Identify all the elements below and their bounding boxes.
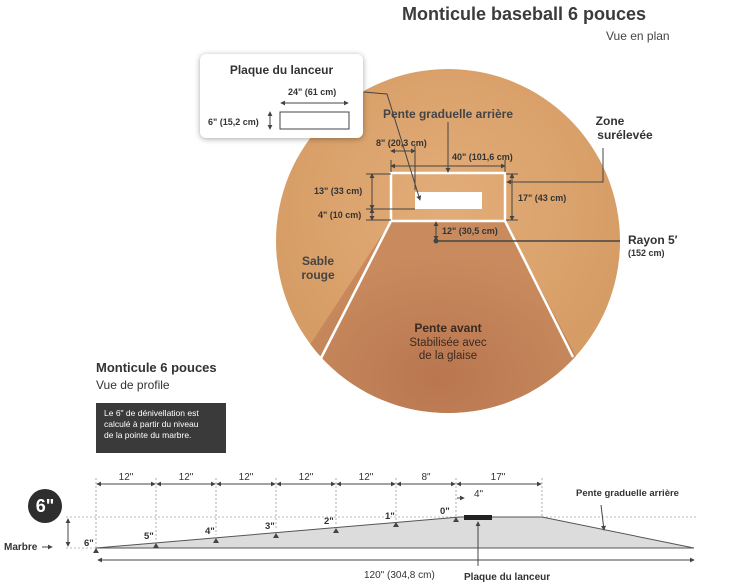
page-subtitle: Vue en plan xyxy=(606,29,670,43)
pitching-rubber-profile xyxy=(464,515,492,520)
zone-depth-label: 17" (43 cm) xyxy=(518,193,566,203)
segment-label: 12" xyxy=(119,472,134,483)
raised-zone-label: Zone xyxy=(596,114,625,128)
rubber-card-drawing xyxy=(267,100,350,130)
rubber-depth-label: 4" (10 cm) xyxy=(318,210,361,220)
back-slope-profile-leader xyxy=(600,504,606,531)
rubber-offset-label: 8" (20,3 cm) xyxy=(376,138,427,148)
segment-label: 12" xyxy=(299,472,314,483)
front-slope-area xyxy=(300,221,578,413)
segment-label: 12" xyxy=(239,472,254,483)
red-sand-label: Sable xyxy=(302,254,334,268)
segment-label: 8" xyxy=(421,472,431,483)
front-slope-label: de la glaise xyxy=(419,350,477,362)
raised-zone xyxy=(389,171,507,223)
back-depth-label: 13" (33 cm) xyxy=(314,186,362,196)
segment-dims xyxy=(96,481,695,563)
height-label: 3" xyxy=(265,521,275,532)
total-length-label: 120" (304,8 cm) xyxy=(364,570,435,581)
profile-subtitle: Vue de profile xyxy=(96,378,170,392)
profile-title: Monticule 6 pouces xyxy=(96,360,217,375)
rubber-card-leader xyxy=(363,91,422,201)
pitching-rubber-plan xyxy=(415,192,482,209)
segment-guides xyxy=(95,478,543,548)
rubber-card-title: Plaque du lanceur xyxy=(229,63,334,77)
height-label: 5" xyxy=(144,531,154,542)
radius-label: Rayon 5′ xyxy=(628,233,678,247)
note-line: de la pointe du marbre. xyxy=(104,430,192,440)
height-label: 1" xyxy=(385,511,395,522)
radius-metric-label: (152 cm) xyxy=(628,248,665,258)
raised-zone-label: surélevée xyxy=(597,128,653,142)
height-markers xyxy=(93,517,459,553)
front-slope-label: Stabilisée avec xyxy=(409,337,487,349)
back-slope-label: Pente graduelle arrière xyxy=(383,107,513,121)
rubber-depth-card-label: 6" (15,2 cm) xyxy=(208,117,259,127)
rubber-width-label: 24" (61 cm) xyxy=(288,87,337,97)
page-title: Monticule baseball 6 pouces xyxy=(402,4,647,24)
front-to-center-label: 12" (30,5 cm) xyxy=(442,226,498,236)
home-plate-label: Marbre xyxy=(4,542,38,553)
front-slope-label: Pente avant xyxy=(414,321,481,335)
elevation-note: Le 6" de dénivellation est calculé à par… xyxy=(96,403,226,453)
rubber-profile-label: Plaque du lanceur xyxy=(464,572,550,583)
raised-zone-leader xyxy=(506,148,604,185)
height-label: 6" xyxy=(84,538,94,549)
segment-label: 12" xyxy=(359,472,374,483)
front-slope-edge xyxy=(318,220,393,361)
mound-profile xyxy=(95,516,695,549)
rubber-callout-card: Plaque du lanceur 24" (61 cm) 6" (15,2 c… xyxy=(200,54,363,138)
height-label: 0" xyxy=(440,506,450,517)
height-badge: 6" xyxy=(28,489,62,523)
height-label: 2" xyxy=(324,516,334,527)
segment-label: 12" xyxy=(179,472,194,483)
note-line: Le 6" de dénivellation est xyxy=(104,408,199,418)
segment-label: 17" xyxy=(491,472,506,483)
zone-width-label: 40" (101,6 cm) xyxy=(452,152,513,162)
height-label: 4" xyxy=(205,526,215,537)
front-slope-edge xyxy=(503,220,575,358)
rubber-offset-profile-label: 4" xyxy=(474,489,484,500)
note-line: calculé à partir du niveau xyxy=(104,419,199,429)
back-slope-profile-label: Pente graduelle arrière xyxy=(576,488,679,499)
red-sand-label: rouge xyxy=(301,268,335,282)
